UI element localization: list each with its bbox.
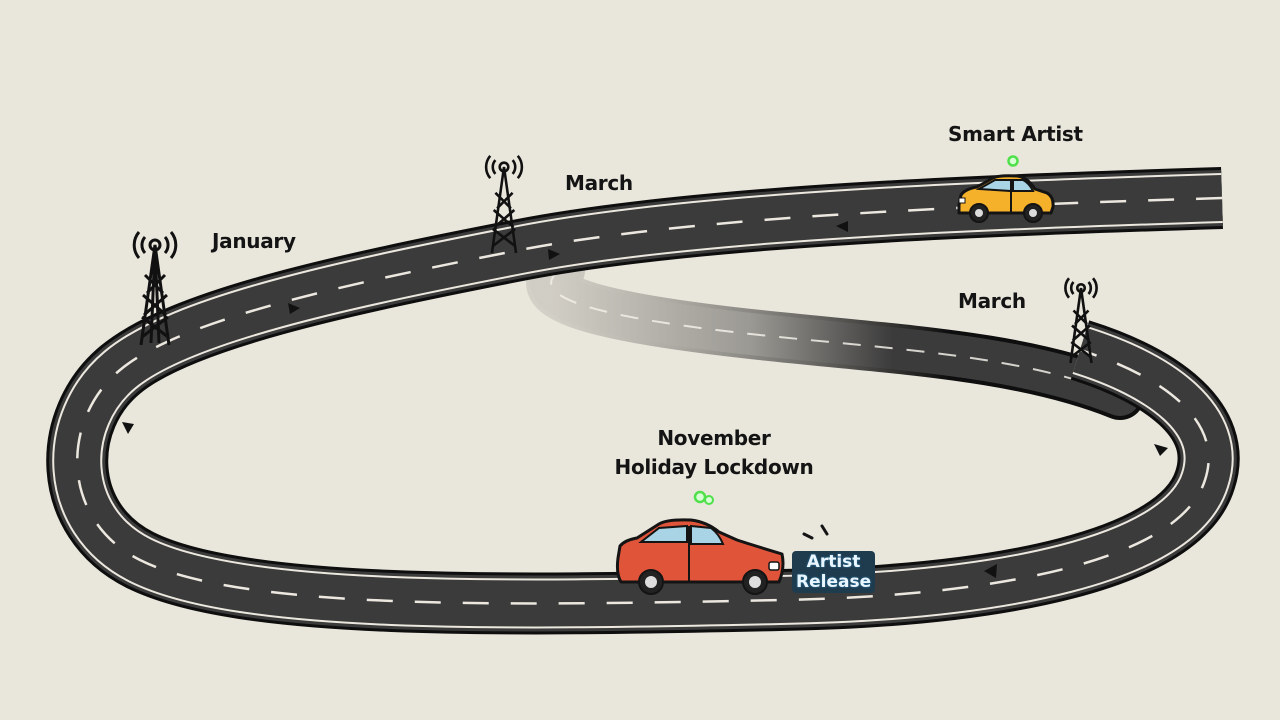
signal-dot-icon xyxy=(1007,155,1019,167)
car-red-icon xyxy=(615,518,785,595)
artist-release-badge: Artist Release xyxy=(792,551,876,593)
milestone-label-march-top: March xyxy=(565,171,633,195)
milestone-label-march-right: March xyxy=(958,289,1026,313)
milestone-label-january: January xyxy=(212,229,296,253)
radio-tower-icon xyxy=(132,231,178,346)
november-line1: November xyxy=(657,426,771,450)
direction-arrow-icon xyxy=(122,221,1168,578)
november-line2: Holiday Lockdown xyxy=(614,455,814,479)
signal-dot-icon xyxy=(693,490,714,505)
badge-line1: Artist xyxy=(806,552,861,572)
main-road xyxy=(46,167,1240,635)
car-yellow-icon xyxy=(957,174,1055,223)
radio-tower-icon xyxy=(484,154,524,254)
motion-lines xyxy=(802,524,829,540)
milestone-label-november: November Holiday Lockdown xyxy=(615,424,814,482)
radio-tower-icon xyxy=(1064,277,1098,364)
faded-merge-road xyxy=(526,245,1145,420)
badge-line2: Release xyxy=(796,572,872,592)
milestone-label-smart-artist: Smart Artist xyxy=(948,122,1083,146)
